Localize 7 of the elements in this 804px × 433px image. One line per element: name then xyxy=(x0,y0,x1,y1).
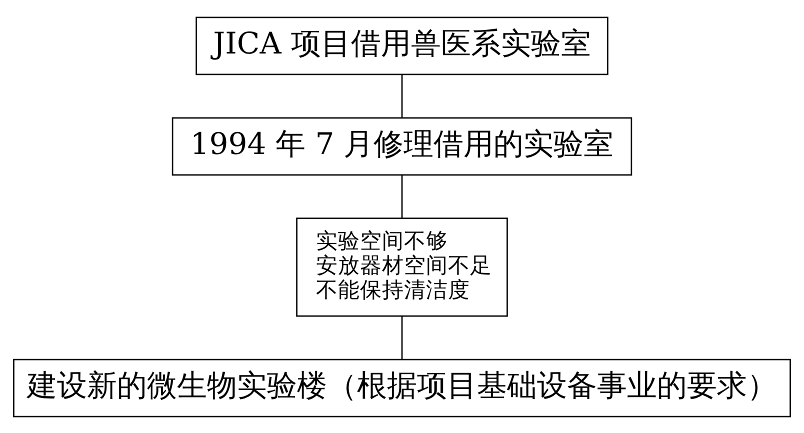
node-box: 实验空间不够 安放器材空间不足 不能保持清洁度 xyxy=(296,217,508,316)
connector xyxy=(401,174,403,218)
connector xyxy=(401,74,403,118)
node-box: JICA 项目借用兽医系实验室 xyxy=(196,16,608,75)
node-box: 建设新的微生物实验楼（根据项目基础设备事业的要求） xyxy=(13,358,791,417)
node-box: 1994 年 7 月修理借用的实验室 xyxy=(172,116,632,176)
connector xyxy=(401,316,403,359)
